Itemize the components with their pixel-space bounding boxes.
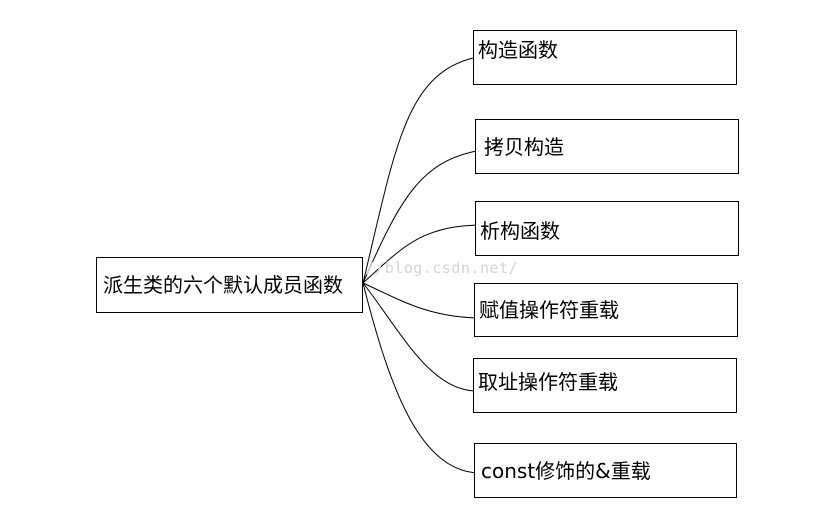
connector-1 [362,149,483,284]
child-node-copy-constructor: 拷贝构造 [475,119,739,174]
watermark-text: http://blog.csdn.net/ [318,259,519,277]
child-node-label: 构造函数 [478,38,558,62]
child-node-label: 析构函数 [480,218,560,243]
child-node-label: 赋值操作符重载 [479,298,619,322]
child-node-constructor: 构造函数 [473,30,737,85]
child-node-label: 拷贝构造 [484,134,564,159]
child-node-destructor: 析构函数 [475,201,739,256]
root-node-label: 派生类的六个默认成员函数 [103,273,343,297]
child-node-label: const修饰的&重载 [481,458,651,483]
child-node-const-address-of-overload: const修饰的&重载 [474,443,737,498]
connector-2 [362,224,483,284]
child-node-address-of-overload: 取址操作符重载 [473,358,737,413]
connector-4 [362,282,479,392]
connector-0 [362,57,474,284]
child-node-assignment-overload: 赋值操作符重载 [474,283,738,337]
root-node: 派生类的六个默认成员函数 [96,257,363,313]
connector-3 [362,282,483,319]
connector-5 [362,282,479,474]
child-node-label: 取址操作符重载 [478,370,618,394]
